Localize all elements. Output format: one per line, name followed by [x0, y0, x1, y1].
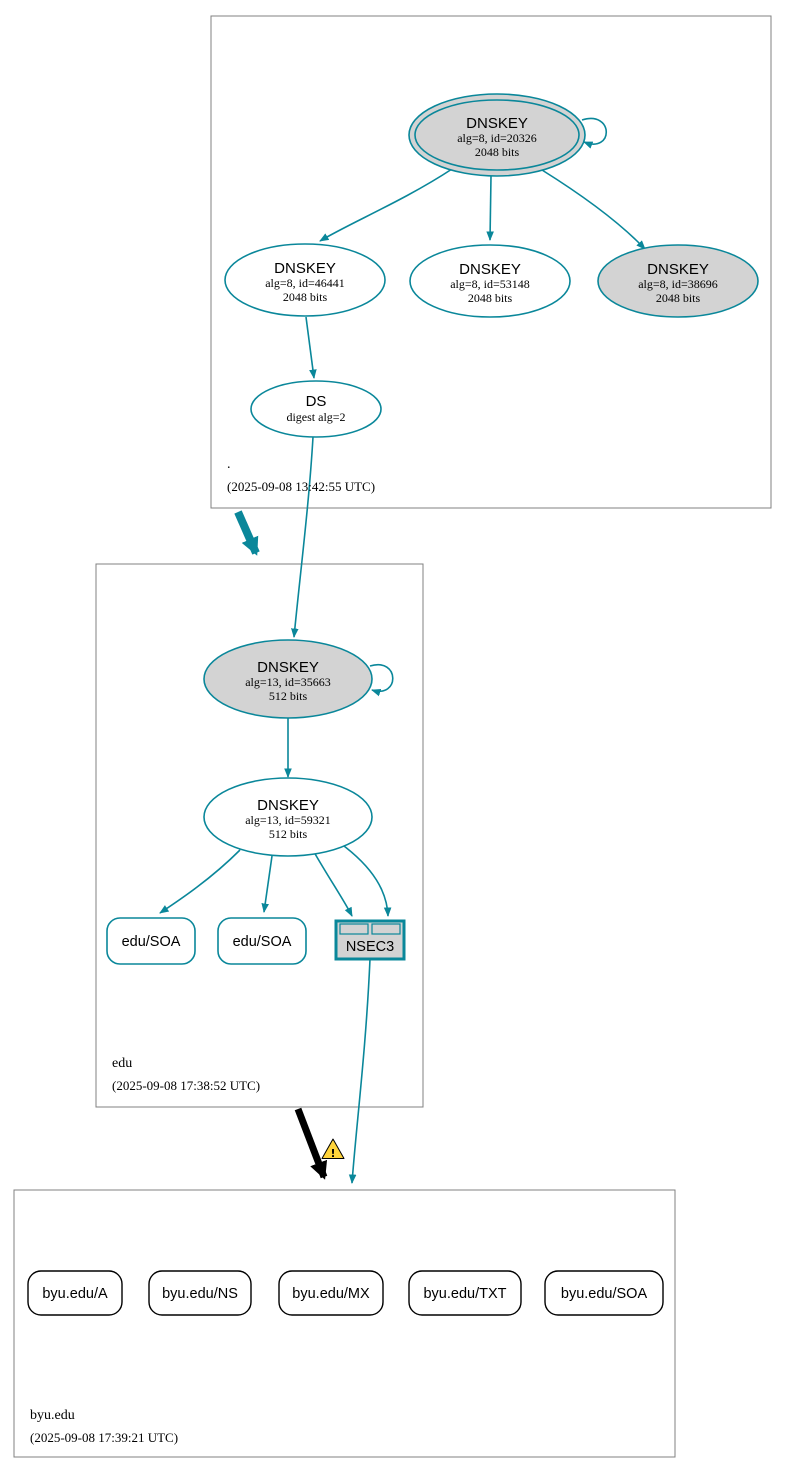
- edu-ksk-bits: 512 bits: [269, 689, 308, 703]
- root-zsk2-alg: alg=8, id=53148: [450, 277, 530, 291]
- warning-glyph: !: [330, 1147, 335, 1160]
- edu-zsk-alg: alg=13, id=59321: [245, 813, 331, 827]
- root-zsk1-node[interactable]: DNSKEY alg=8, id=46441 2048 bits: [224, 243, 386, 317]
- byu-rrset-mx-label: byu.edu/MX: [292, 1286, 370, 1302]
- edu-soa1-label: edu/SOA: [122, 934, 181, 950]
- root-ksk-alg: alg=8, id=20326: [457, 131, 537, 145]
- edge-edu-zsk-to-soa1: [159, 849, 241, 914]
- edu-ksk-title: DNSKEY: [257, 659, 319, 676]
- edu-soa2-node[interactable]: edu/SOA: [217, 917, 307, 965]
- root-zsk3-alg: alg=8, id=38696: [638, 277, 718, 291]
- root-zsk1-bits: 2048 bits: [283, 290, 328, 304]
- edge-zsk1-to-ds: [305, 316, 317, 379]
- root-zsk3-bits: 2048 bits: [656, 291, 701, 305]
- byu-zone-name: byu.edu: [30, 1408, 75, 1423]
- root-ksk-node[interactable]: DNSKEY alg=8, id=20326 2048 bits: [408, 93, 586, 177]
- edge-edu-zsk-to-soa2: [261, 855, 273, 913]
- warning-icon[interactable]: !: [321, 1138, 345, 1160]
- byu-rrset-mx-node[interactable]: byu.edu/MX: [278, 1270, 384, 1316]
- byu-rrset-ns-label: byu.edu/NS: [162, 1286, 238, 1302]
- byu-rrset-txt-node[interactable]: byu.edu/TXT: [408, 1270, 522, 1316]
- warning-triangle: [321, 1138, 345, 1159]
- root-zone-timestamp: (2025-09-08 13:42:55 UTC): [227, 479, 375, 494]
- edu-zsk-node[interactable]: DNSKEY alg=13, id=59321 512 bits: [203, 777, 373, 857]
- root-zsk1-alg: alg=8, id=46441: [265, 276, 345, 290]
- byu-rrset-soa-label: byu.edu/SOA: [561, 1286, 648, 1302]
- root-ksk-title: DNSKEY: [466, 115, 528, 132]
- root-zsk2-bits: 2048 bits: [468, 291, 513, 305]
- edu-zone-timestamp: (2025-09-08 17:38:52 UTC): [112, 1078, 260, 1093]
- byu-rrset-soa-node[interactable]: byu.edu/SOA: [544, 1270, 664, 1316]
- edge-nsec3-to-byu: [348, 958, 371, 1184]
- ds-title: DS: [306, 393, 327, 410]
- edge-ds-to-edu-ksk: [291, 436, 314, 638]
- root-zsk3-title: DNSKEY: [647, 261, 709, 278]
- edu-nsec3-node[interactable]: NSEC3: [334, 919, 406, 961]
- edge-root-ksk-selfsign: [581, 117, 607, 149]
- edu-zone-name: edu: [112, 1056, 132, 1071]
- root-zsk2-title: DNSKEY: [459, 261, 521, 278]
- byu-rrset-a-node[interactable]: byu.edu/A: [27, 1270, 123, 1316]
- edu-ksk-node[interactable]: DNSKEY alg=13, id=35663 512 bits: [203, 639, 373, 719]
- byu-rrset-a-label: byu.edu/A: [42, 1286, 108, 1302]
- edu-soa1-node[interactable]: edu/SOA: [106, 917, 196, 965]
- edge-root-ksk-to-zsk3: [541, 169, 646, 250]
- root-zsk2-node[interactable]: DNSKEY alg=8, id=53148 2048 bits: [409, 244, 571, 318]
- edge-edu-zsk-to-nsec3-b: [339, 842, 392, 917]
- edu-zsk-title: DNSKEY: [257, 797, 319, 814]
- edu-zsk-bits: 512 bits: [269, 827, 308, 841]
- byu-rrset-txt-label: byu.edu/TXT: [423, 1286, 506, 1302]
- edge-edu-zsk-to-nsec3-a: [313, 851, 353, 917]
- root-zone-name: .: [227, 457, 231, 472]
- edge-root-ksk-to-zsk2: [486, 175, 494, 241]
- ds-digest: digest alg=2: [286, 410, 345, 424]
- root-zsk3-node[interactable]: DNSKEY alg=8, id=38696 2048 bits: [597, 244, 759, 318]
- root-zsk1-title: DNSKEY: [274, 260, 336, 277]
- byu-zone-box: [13, 1189, 676, 1458]
- edge-edu-delegation-to-byu: [294, 1107, 328, 1180]
- edu-nsec3-label: NSEC3: [346, 939, 394, 955]
- edge-root-ksk-to-zsk1: [319, 168, 453, 242]
- root-ds-node[interactable]: DS digest alg=2: [250, 380, 382, 438]
- byu-zone-timestamp: (2025-09-08 17:39:21 UTC): [30, 1430, 178, 1445]
- edu-soa2-label: edu/SOA: [233, 934, 292, 950]
- edu-ksk-alg: alg=13, id=35663: [245, 675, 331, 689]
- root-ksk-bits: 2048 bits: [475, 145, 520, 159]
- edge-root-delegation-to-edu: [234, 510, 260, 556]
- edge-edu-ksk-selfsign: [369, 663, 394, 697]
- byu-rrset-ns-node[interactable]: byu.edu/NS: [148, 1270, 252, 1316]
